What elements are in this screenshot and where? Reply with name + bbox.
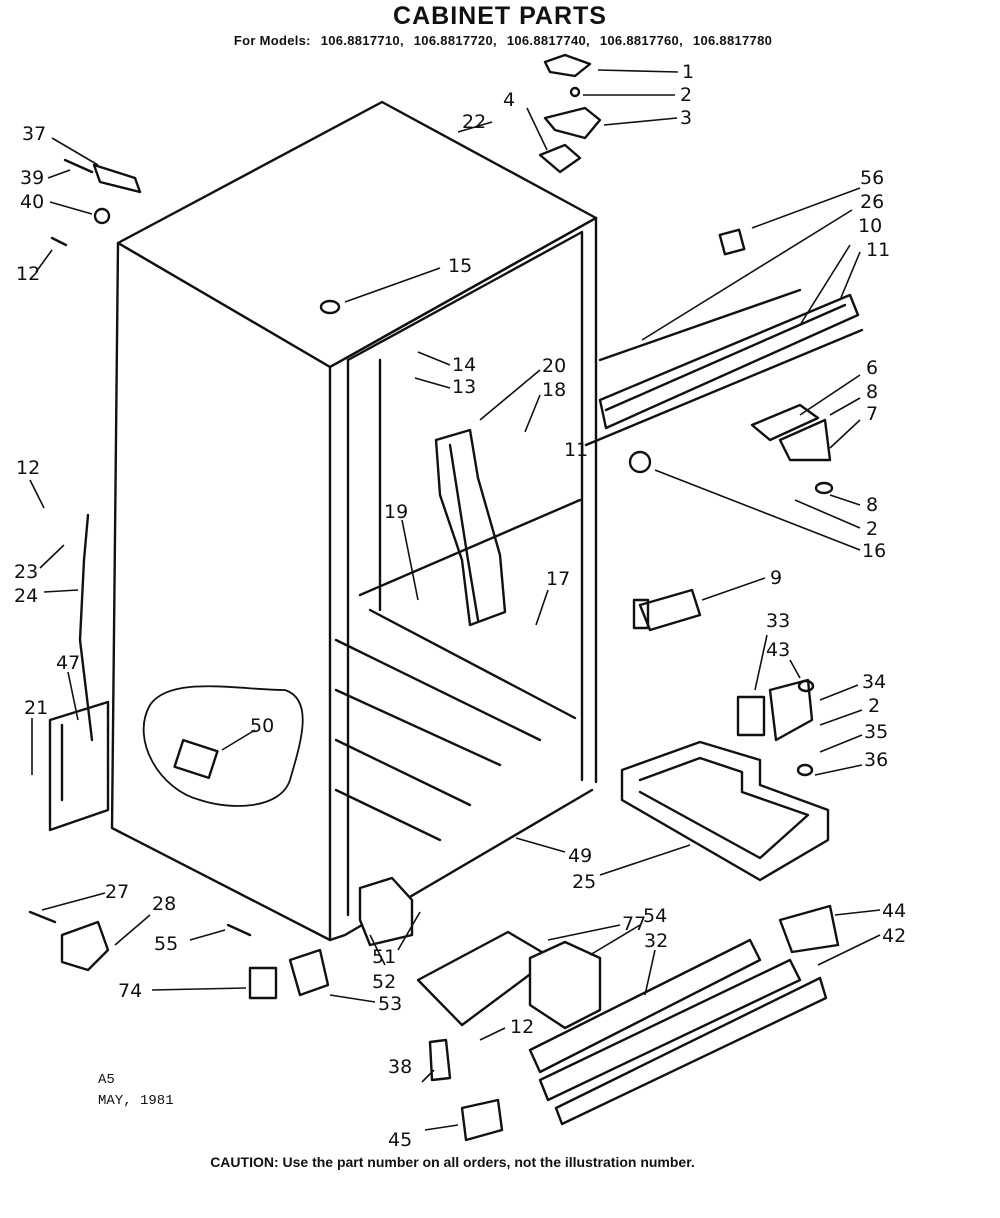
callout-number-44: 44 xyxy=(882,900,906,922)
callout-number-19: 19 xyxy=(384,501,408,523)
model-number: 106.8817760, xyxy=(599,33,683,48)
callout-number-2: 2 xyxy=(868,695,880,717)
page-title: CABINET PARTS xyxy=(393,2,607,30)
callout-number-18: 18 xyxy=(542,379,566,401)
cabinet-body xyxy=(110,100,598,942)
callout-number-12: 12 xyxy=(16,457,40,479)
insulation-blob xyxy=(142,685,304,807)
leader-lines xyxy=(29,69,881,1131)
callout-number-2: 2 xyxy=(866,518,878,540)
base-rails xyxy=(528,904,840,1126)
callout-number-1: 1 xyxy=(682,61,694,83)
callout-number-26: 26 xyxy=(860,191,884,213)
callout-number-40: 40 xyxy=(20,191,44,213)
callout-number-2: 2 xyxy=(680,84,692,106)
callout-number-23: 23 xyxy=(14,561,38,583)
callout-number-12: 12 xyxy=(16,263,40,285)
lower-hinge xyxy=(632,588,702,632)
callout-number-36: 36 xyxy=(864,749,888,771)
small-brackets xyxy=(428,1038,504,1142)
callout-number-4: 4 xyxy=(503,89,515,111)
callout-number-33: 33 xyxy=(766,610,790,632)
callout-number-12: 12 xyxy=(510,1016,534,1038)
callout-number-37: 37 xyxy=(22,123,46,145)
caution-note: CAUTION: Use the part number on all orde… xyxy=(210,1154,695,1170)
callout-number-53: 53 xyxy=(378,993,402,1015)
callout-number-11: 11 xyxy=(866,239,890,261)
callout-number-74: 74 xyxy=(118,980,142,1002)
leveling-legs xyxy=(28,910,330,1000)
callout-number-54: 54 xyxy=(643,905,667,927)
base-panel xyxy=(416,930,602,1030)
callout-number-39: 39 xyxy=(20,167,44,189)
callout-number-11: 11 xyxy=(564,439,588,461)
callout-number-7: 7 xyxy=(866,403,878,425)
callout-number-52: 52 xyxy=(372,971,396,993)
model-number: 106.8817720, xyxy=(413,33,497,48)
model-number: 106.8817780 xyxy=(692,33,773,48)
handle-top xyxy=(50,158,142,247)
callout-number-13: 13 xyxy=(452,376,476,398)
callout-number-42: 42 xyxy=(882,925,906,947)
callout-number-16: 16 xyxy=(862,540,886,562)
door-stop-bracket xyxy=(736,678,815,777)
callout-number-51: 51 xyxy=(372,946,396,968)
top-rail-assembly xyxy=(584,288,864,447)
callout-number-22: 22 xyxy=(462,111,486,133)
callout-number-38: 38 xyxy=(388,1056,412,1078)
callout-number-15: 15 xyxy=(448,255,472,277)
model-number: 106.8817710, xyxy=(320,33,404,48)
callout-number-25: 25 xyxy=(572,871,596,893)
callout-number-17: 17 xyxy=(546,568,570,590)
insulation-part xyxy=(173,738,219,780)
shelf-bracket xyxy=(434,428,507,627)
callout-number-35: 35 xyxy=(864,721,888,743)
callout-number-49: 49 xyxy=(568,845,592,867)
callout-number-24: 24 xyxy=(14,585,38,607)
callout-number-50: 50 xyxy=(250,715,274,737)
callout-number-43: 43 xyxy=(766,639,790,661)
drawing-date: MAY, 1981 xyxy=(98,1093,174,1109)
callout-number-47: 47 xyxy=(56,652,80,674)
cap-plug xyxy=(319,299,341,315)
label-plate xyxy=(718,228,746,256)
callout-number-8: 8 xyxy=(866,381,878,403)
callout-number-20: 20 xyxy=(542,355,566,377)
drawing-code: A5 xyxy=(98,1072,115,1088)
callout-number-14: 14 xyxy=(452,354,476,376)
top-hinge-parts xyxy=(538,53,602,174)
callout-number-55: 55 xyxy=(154,933,178,955)
models-prefix: For Models: xyxy=(233,33,311,48)
model-list: For Models: 106.8817710, 106.8817720, 10… xyxy=(0,33,1000,48)
callout-number-8: 8 xyxy=(866,494,878,516)
callout-number-56: 56 xyxy=(860,167,884,189)
callout-number-45: 45 xyxy=(388,1129,412,1151)
callout-number-21: 21 xyxy=(24,697,48,719)
callout-number-27: 27 xyxy=(105,881,129,903)
callout-number-34: 34 xyxy=(862,671,886,693)
leveler-bracket xyxy=(358,876,414,947)
callout-number-28: 28 xyxy=(152,893,176,915)
lower-door-hinge xyxy=(48,513,110,832)
callout-number-9: 9 xyxy=(770,567,782,589)
callout-number-10: 10 xyxy=(858,215,882,237)
callout-number-6: 6 xyxy=(866,357,878,379)
drain-tray xyxy=(620,740,830,882)
callout-number-32: 32 xyxy=(644,930,668,952)
callout-number-77: 77 xyxy=(622,913,646,935)
callout-number-3: 3 xyxy=(680,107,692,129)
model-number: 106.8817740, xyxy=(506,33,590,48)
hinge-bracket xyxy=(628,403,834,495)
